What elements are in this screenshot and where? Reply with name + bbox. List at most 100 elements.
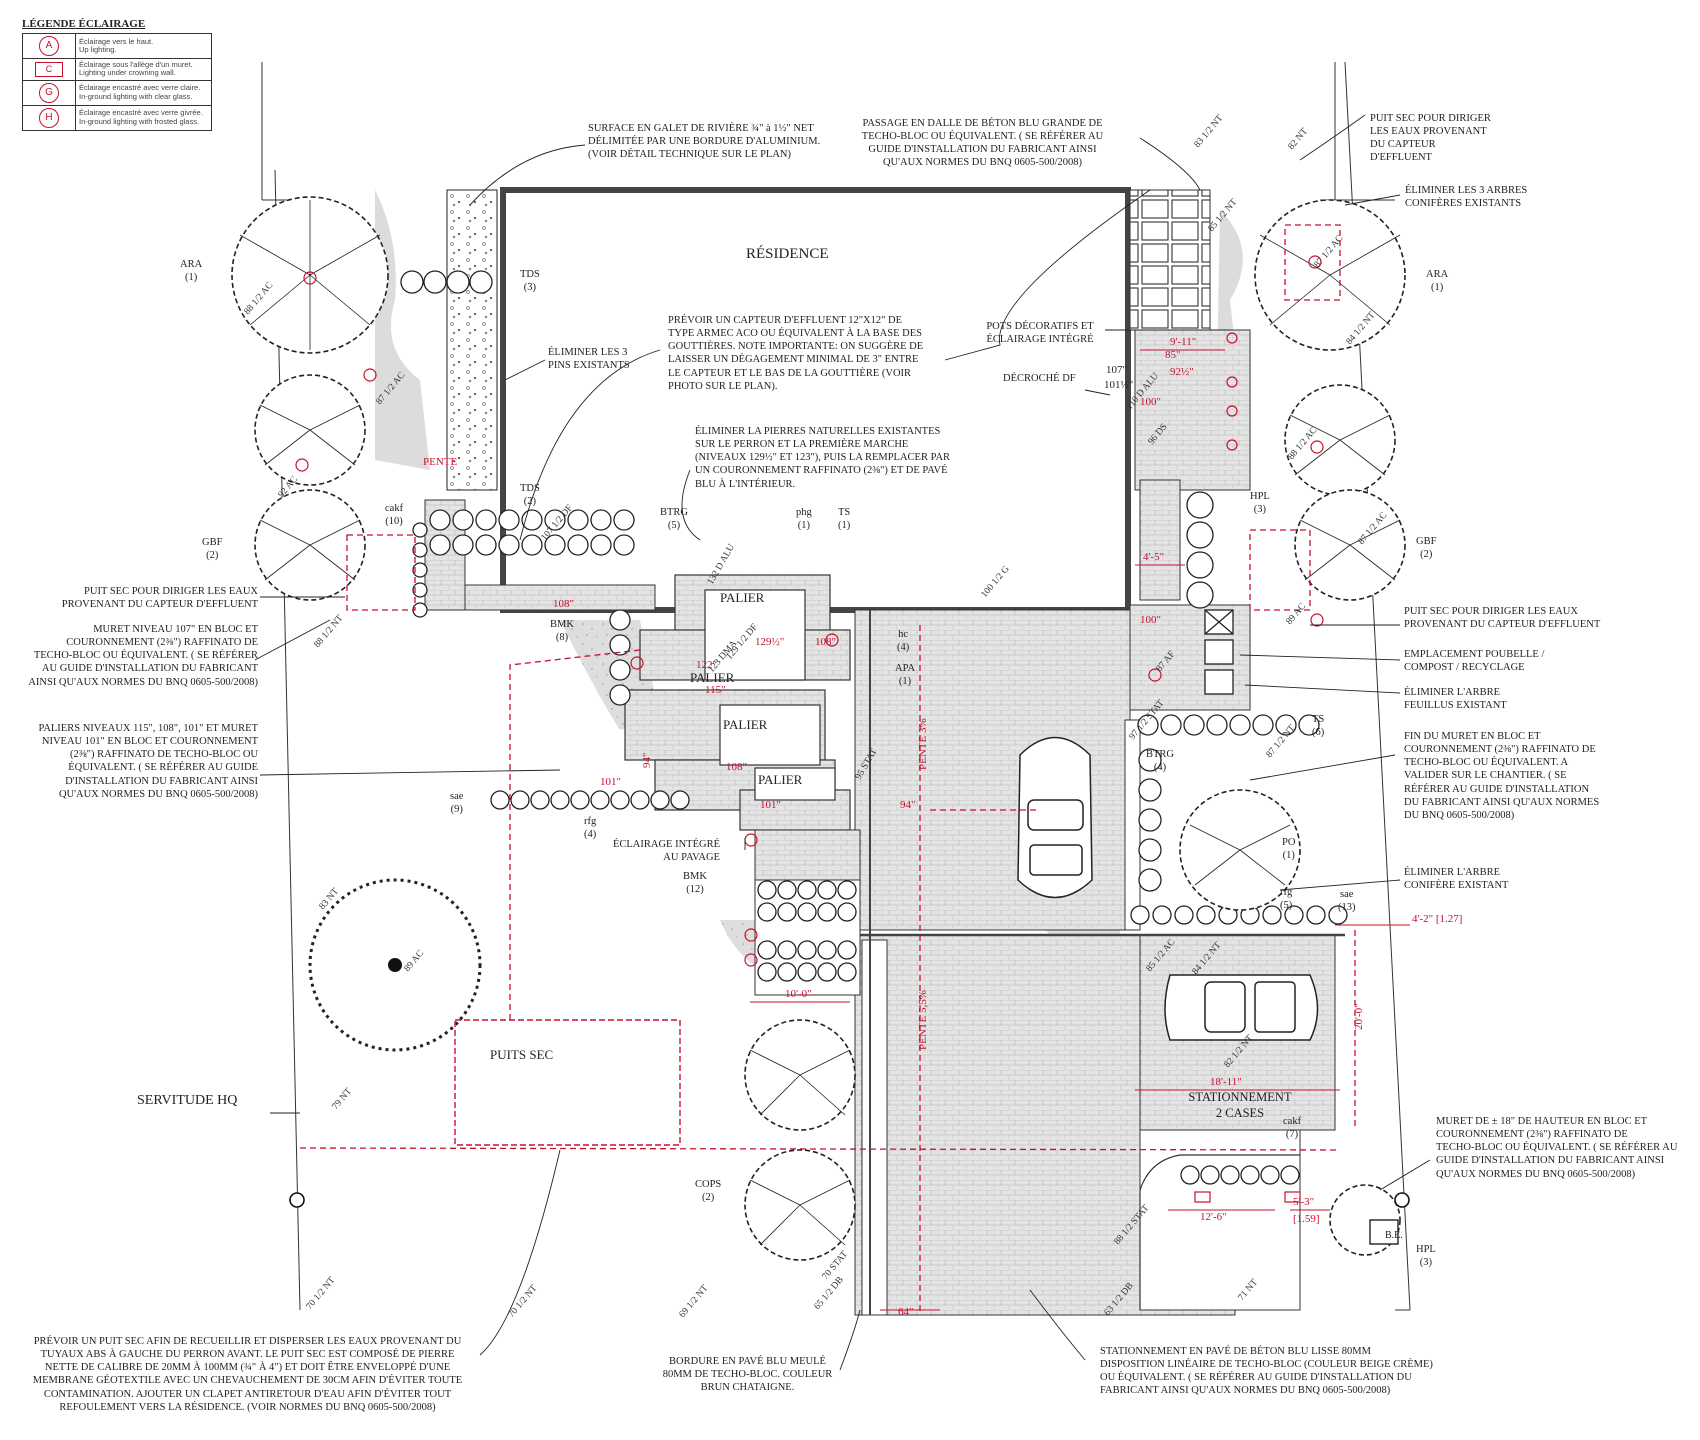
plant-rfg5: rfg (5) <box>1280 887 1293 912</box>
dim-1811: 18'-11" <box>1210 1076 1242 1088</box>
dim-925: 92½" <box>1170 366 1194 378</box>
plant-po: PO (1) <box>1282 837 1296 862</box>
leader-lines <box>254 114 1431 1371</box>
note-eliminer-3-arbres: ÉLIMINER LES 3 ARBRES CONIFÈRES EXISTANT… <box>1405 185 1528 210</box>
dim-108c: 108" <box>726 761 747 773</box>
plant-tds2: TDS (2) <box>520 483 540 508</box>
light-fixtures <box>295 255 1324 1203</box>
svg-text:69 1/2 NT: 69 1/2 NT <box>678 1283 711 1319</box>
note-surface-galet: SURFACE EN GALET DE RIVIÈRE ¾" à 1½" NET… <box>588 123 821 161</box>
note-puit-sec-top-right: PUIT SEC POUR DIRIGER LES EAUX PROVENANT… <box>1370 113 1491 164</box>
note-muret-18: MURET DE ± 18" DE HAUTEUR EN BLOC ET COU… <box>1436 1116 1678 1180</box>
svg-text:82 NT: 82 NT <box>1287 127 1311 152</box>
plant-bmk8: BMK (8) <box>550 619 574 644</box>
dim-115: 115" <box>705 684 726 696</box>
plant-hpl3a: HPL (3) <box>1250 491 1270 516</box>
plant-gbf-left: GBF (2) <box>202 537 223 562</box>
dim-122: 122" <box>696 659 717 671</box>
palier-label-3: PALIER <box>723 717 768 732</box>
dim-107: 107" <box>1106 364 1127 376</box>
note-puit-sec-left: PUIT SEC POUR DIRIGER LES EAUX PROVENANT… <box>61 586 258 611</box>
legend-row-h: H Éclairage encastré avec verre givrée.I… <box>22 104 212 131</box>
car-vertical <box>1017 736 1093 899</box>
plant-tds3: TDS (3) <box>520 269 540 294</box>
note-poubelle: EMPLACEMENT POUBELLE / COMPOST / RECYCLA… <box>1404 649 1545 674</box>
red-dashed-lines <box>299 224 1356 1315</box>
shrub-rows <box>400 270 1348 1185</box>
plant-apa: APA (1) <box>895 663 916 688</box>
note-eclairage-pavage: ÉCLAIRAGE INTÉGRÉ AU PAVAGE <box>612 839 720 864</box>
dim-85: 85" <box>1165 349 1181 361</box>
dim-45: 4'-5" <box>1143 551 1164 563</box>
dim-64: 64" <box>898 1306 914 1318</box>
note-capteur: PRÉVOIR UN CAPTEUR D'EFFLUENT 12"X12" DE… <box>668 315 924 392</box>
note-fin-muret: FIN DU MURET EN BLOC ET COURONNEMENT (2⅜… <box>1404 731 1600 821</box>
dim-101a: 101" <box>600 776 621 788</box>
note-muret-107: MURET NIVEAU 107" EN BLOC ET COURONNEMEN… <box>28 624 258 688</box>
note-paliers: PALIERS NIVEAUX 115", 108", 101" ET MURE… <box>38 723 258 800</box>
note-eliminer-conifere: ÉLIMINER L'ARBRE CONIFÈRE EXISTANT <box>1404 867 1509 892</box>
palier-label-1: PALIER <box>720 590 765 605</box>
bmk-shrub-row <box>757 880 857 982</box>
palier-label-2: PALIER <box>690 670 735 685</box>
plant-cakf7: cakf (7) <box>1283 1116 1302 1141</box>
pebble-strip <box>446 189 498 491</box>
utility-pole-right <box>1394 1192 1410 1208</box>
car-horizontal <box>1164 974 1319 1041</box>
dim-911: 9'-11" <box>1170 336 1196 348</box>
dim-129: 129½" <box>755 636 784 648</box>
parking-label: STATIONNEMENT 2 CASES <box>1188 1090 1292 1120</box>
legend-g-fr: Éclairage encastré avec verre claire. <box>79 83 201 93</box>
note-puit-sec-right: PUIT SEC POUR DIRIGER LES EAUX PROVENANT… <box>1404 606 1601 631</box>
plant-btrg5: BTRG (5) <box>660 507 689 532</box>
pente-3-label: PENTE 3% <box>917 718 929 770</box>
note-decroche: DÉCROCHÉ DF <box>1003 373 1076 384</box>
legend-h-fr: Éclairage encastré avec verre givrée. <box>79 108 203 118</box>
svg-text:79 NT: 79 NT <box>331 1087 355 1112</box>
dimension-labels: 108" 122" 115" 129½" 108" 94" 101" 108" … <box>423 336 1462 1318</box>
dim-42: 4'-2" [1.27] <box>1412 913 1462 925</box>
legend-row-g: G Éclairage encastré avec verre claire.I… <box>22 79 212 106</box>
pente-55-label: PENTE 5,5% <box>917 990 929 1050</box>
plant-rfg4: rfg (4) <box>584 816 597 841</box>
svg-text:70 1/2 NT: 70 1/2 NT <box>507 1283 540 1319</box>
note-eliminer-3-pins: ÉLIMINER LES 3 PINS EXISTANTS <box>548 347 630 372</box>
plant-cops: COPS (2) <box>695 1179 722 1204</box>
plant-ts6: TS (6) <box>1312 714 1325 739</box>
note-passage-dalle: PASSAGE EN DALLE DE BÉTON BLU GRANDE DE … <box>861 118 1104 169</box>
dim-94b: 94" <box>900 799 916 811</box>
servitude-label: SERVITUDE HQ <box>137 1093 238 1108</box>
dim-108a: 108" <box>553 598 574 610</box>
legend-row-a: A Éclairage vers le haut.Up lighting. <box>22 33 212 59</box>
dim-53: 5'-3" <box>1293 1196 1314 1208</box>
slab-passage <box>1129 189 1211 331</box>
dim-100b: 100" <box>1140 614 1161 626</box>
legend-h-en: In-ground lighting with frosted glass. <box>79 116 200 126</box>
note-prevoir-puit: PRÉVOIR UN PUIT SEC AFIN DE RECUEILLIR E… <box>32 1336 463 1413</box>
tree-spokes <box>239 200 1401 1246</box>
dim-159: [1.59] <box>1293 1213 1320 1225</box>
plant-hpl3b: HPL (3) <box>1416 1244 1436 1269</box>
plant-gbf-right: GBF (2) <box>1416 536 1437 561</box>
dim-94a: 94" <box>641 753 653 769</box>
side-walkway <box>1134 329 1251 491</box>
note-eliminer-pierres: ÉLIMINER LA PIERRES NATURELLES EXISTANTE… <box>695 426 951 490</box>
plant-ara-right: ARA (1) <box>1426 269 1449 294</box>
landings <box>624 574 851 831</box>
plant-phg: phg (1) <box>796 507 812 532</box>
dim-200: 20'-0" <box>1353 1003 1365 1030</box>
plant-bmk12: BMK (12) <box>683 871 707 896</box>
dry-well-outline <box>454 1019 681 1146</box>
legend-a-fr: Éclairage vers le haut. <box>79 36 154 46</box>
wall-light-symbol-icon: C <box>35 61 63 77</box>
dim-100a: 100" <box>1140 396 1161 408</box>
note-pots: POTS DÉCORATIFS ET ÉCLAIRAGE INTÉGRÉ <box>986 321 1094 346</box>
side-walkway-2 <box>1139 479 1181 601</box>
legend-table: A Éclairage vers le haut.Up lighting. C … <box>22 33 212 131</box>
lighting-legend: LÉGENDE ÉCLAIRAGE A Éclairage vers le ha… <box>22 18 212 131</box>
electric-box <box>1369 1219 1399 1245</box>
plan-labels: 107" 101½" B.E. <box>1104 364 1403 1241</box>
utility-pole-left <box>289 1192 305 1208</box>
legend-g-en: In-ground lighting with clear glass. <box>79 91 193 101</box>
